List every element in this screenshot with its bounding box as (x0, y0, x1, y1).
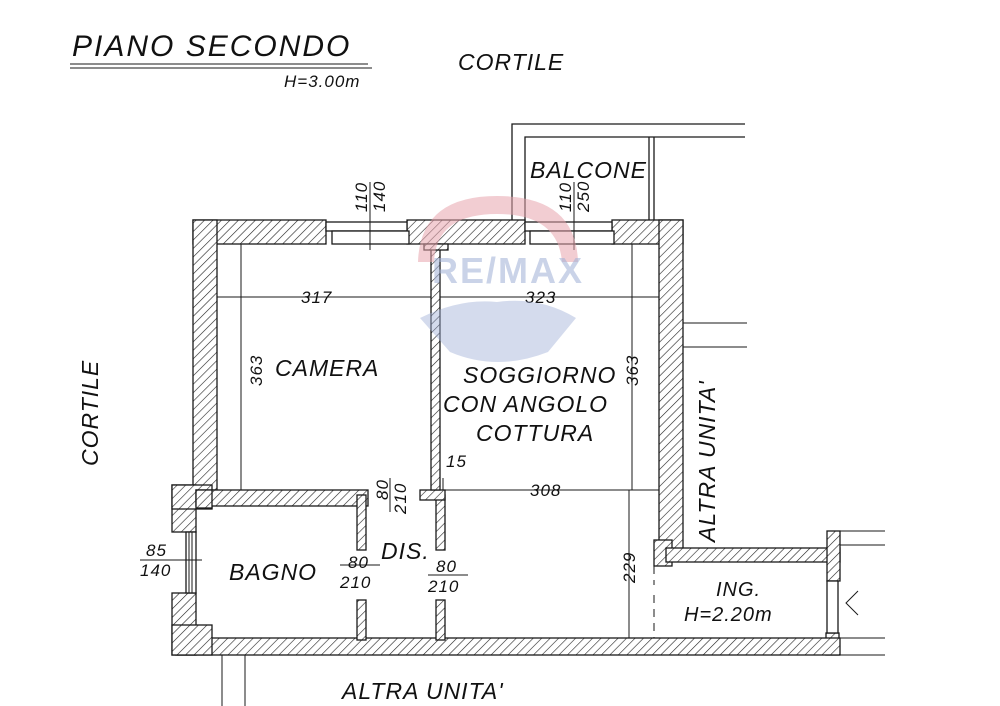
dim-soggiorno-lower-width: 308 (530, 481, 561, 500)
svg-text:110: 110 (352, 182, 371, 212)
dim-soggiorno-width: 323 (525, 288, 556, 307)
altra-unita-right-label: ALTRA UNITA' (694, 380, 720, 544)
remax-watermark: RE/MAX (418, 196, 584, 362)
svg-text:80: 80 (348, 553, 369, 572)
room-dis-label: DIS. (381, 538, 430, 564)
svg-text:110: 110 (556, 182, 575, 212)
svg-text:250: 250 (574, 181, 593, 213)
dimension-lines (140, 182, 659, 638)
room-balcone-label: BALCONE (530, 157, 647, 183)
cortile-left-label: CORTILE (77, 360, 103, 466)
svg-text:210: 210 (391, 483, 410, 515)
room-bagno-label: BAGNO (229, 559, 317, 585)
svg-text:85: 85 (146, 541, 167, 560)
svg-text:80: 80 (436, 557, 457, 576)
svg-text:210: 210 (427, 577, 459, 596)
bagno-window-label: 85 140 (140, 541, 171, 580)
room-ingresso-height: H=2.20m (684, 604, 773, 626)
room-camera-label: CAMERA (275, 355, 379, 381)
svg-text:210: 210 (339, 573, 371, 592)
camera-door-label: 80 210 (373, 479, 410, 515)
plan-title: PIANO SECONDO (72, 30, 351, 63)
room-soggiorno-label-1: SOGGIORNO (463, 362, 616, 388)
svg-text:80: 80 (373, 479, 392, 500)
room-soggiorno-label-3: COTTURA (476, 420, 594, 446)
watermark-brand: RE/MAX (432, 250, 584, 291)
balcone-door-label: 110 250 (556, 181, 593, 213)
balcone-area (511, 123, 745, 222)
bagno-door-label: 80 210 (339, 553, 371, 592)
entrance-arrow-icon (845, 590, 859, 616)
balloon-bottom-icon (420, 300, 576, 362)
dim-soggiorno-depth: 363 (623, 355, 642, 386)
balloon-top-icon (418, 196, 578, 262)
camera-window-label: 110 140 (352, 181, 389, 212)
walls (171, 219, 841, 656)
plan-header: PIANO SECONDO H=3.00m (70, 30, 372, 91)
dim-camera-depth: 363 (247, 355, 266, 386)
svg-text:140: 140 (370, 181, 389, 212)
svg-text:140: 140 (140, 561, 171, 580)
dis-door-label: 80 210 (427, 557, 459, 596)
dim-camera-width: 317 (301, 288, 332, 307)
cortile-top-label: CORTILE (458, 49, 564, 75)
room-soggiorno-label-2: CON ANGOLO (443, 391, 608, 417)
altra-unita-bottom-label: ALTRA UNITA' (340, 678, 504, 704)
dim-wall-offset: 15 (446, 452, 467, 471)
dim-soggiorno-lower-depth: 229 (620, 552, 639, 584)
room-ingresso-label: ING. (716, 579, 761, 601)
floor-height: H=3.00m (284, 72, 360, 91)
neighbor-lines-right (680, 322, 885, 656)
